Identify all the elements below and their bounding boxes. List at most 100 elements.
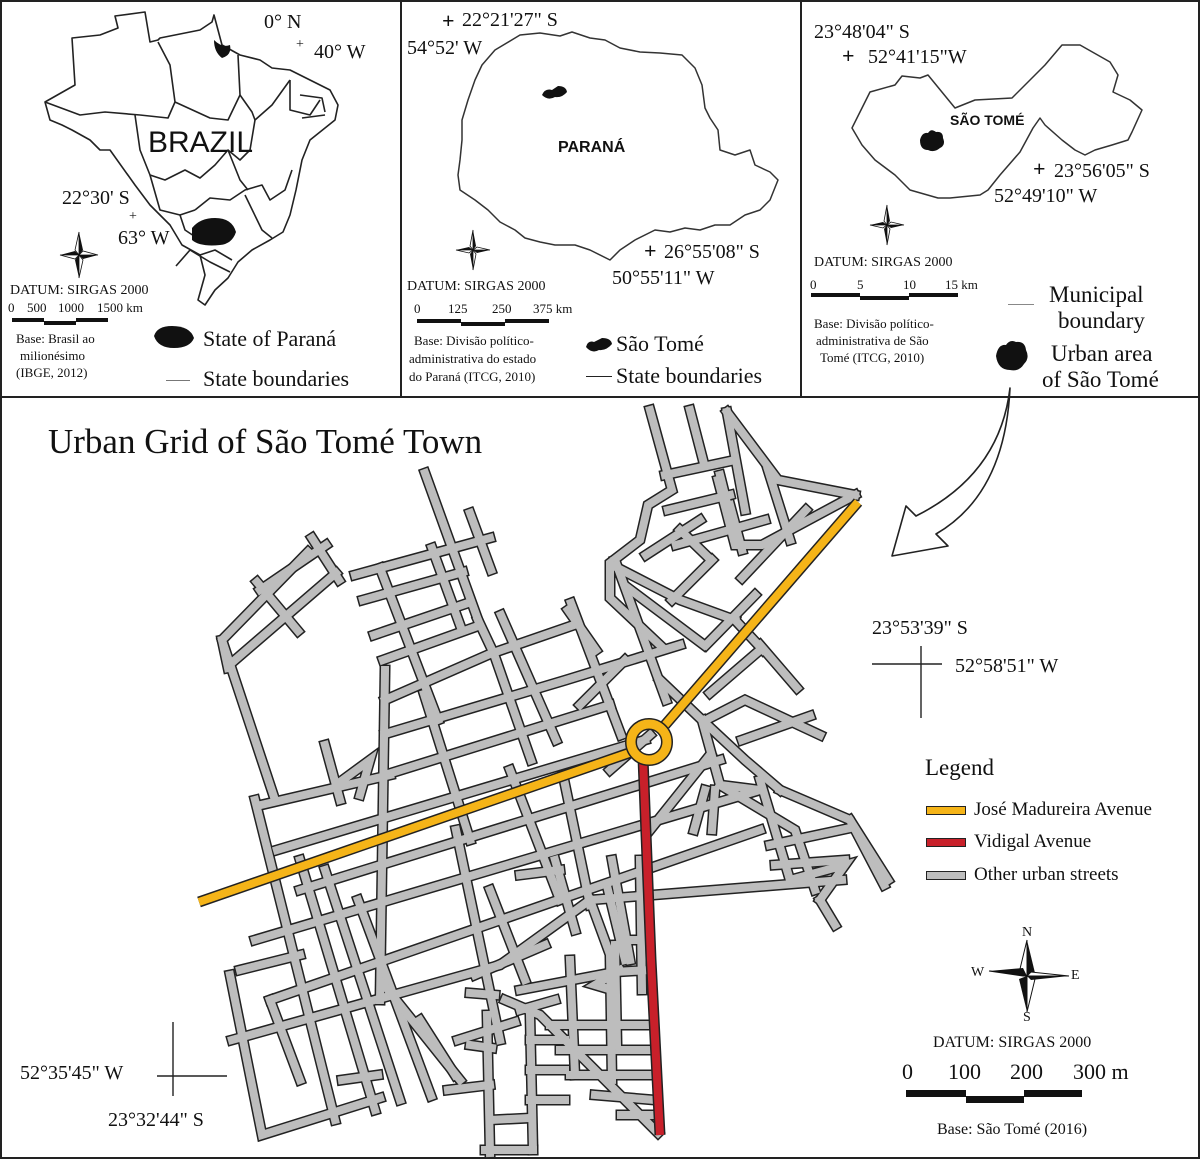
callout-arrow-icon <box>891 387 1011 557</box>
coord-marker-icon: + <box>442 8 455 33</box>
sao-tome-coord-se-lon: 52°49'10" W <box>994 185 1098 207</box>
parana-coord-se-lat: 26°55'08" S <box>664 241 760 263</box>
brazil-coord-sw-lon: 63° W <box>118 227 170 249</box>
brazil-map <box>44 11 339 306</box>
urban-area-marker <box>920 130 944 152</box>
brazil-coord-ne-lon: 40° W <box>314 41 366 63</box>
sao-tome-scale-bar <box>811 293 958 300</box>
main-coord-ne-lon: 52°58'51" W <box>955 655 1059 677</box>
main-scale-tick-3: 300 m <box>1073 1059 1129 1084</box>
main-datum: DATUM: SIRGAS 2000 <box>933 1034 1092 1051</box>
sao-tome-scale-tick-0: 0 <box>810 277 817 292</box>
sao-tome-legend-urban-1: Urban area <box>1051 341 1153 366</box>
main-scale-tick-2: 200 <box>1010 1059 1043 1084</box>
sao-tome-legend-municipal-2: boundary <box>1058 308 1145 333</box>
legend-item-other-streets: Other urban streets <box>926 865 1119 884</box>
brazil-legend-parana: State of Paraná <box>203 326 337 351</box>
main-scale-tick-1: 100 <box>948 1059 981 1084</box>
brazil-legend-boundaries: State boundaries <box>203 366 350 391</box>
coord-marker-icon: + <box>644 238 657 263</box>
brazil-scale-tick-3: 1500 km <box>97 300 143 315</box>
brazil-base-line-1: Base: Brasil ao <box>16 331 95 346</box>
parana-base-line-2: administrativa do estado <box>409 351 537 366</box>
parana-scale-bar <box>417 319 549 326</box>
brazil-label: BRAZIL <box>148 126 254 159</box>
brazil-coord-sw-lat: 22°30' S <box>62 187 130 209</box>
brazil-base-line-2: milionésimo <box>20 348 85 363</box>
main-base: Base: São Tomé (2016) <box>937 1121 1088 1138</box>
brazil-scale-tick-1: 500 <box>27 300 47 315</box>
state-boundary-legend-icon <box>166 380 190 381</box>
coord-marker-icon: + <box>129 209 137 224</box>
sao-tome-coord-se-lat: 23°56'05" S <box>1054 160 1150 182</box>
main-coord-ne-lat: 23°53'39" S <box>872 617 968 639</box>
compass-e: E <box>1071 968 1080 983</box>
legend-item-jose-madureira: José Madureira Avenue <box>926 800 1152 819</box>
municipal-boundary-legend-icon <box>1008 304 1034 305</box>
urban-area-legend-icon <box>996 341 1028 371</box>
roundabout <box>625 718 673 766</box>
parana-legend-sao-tome: São Tomé <box>616 331 704 356</box>
coord-marker-icon: + <box>1033 156 1046 181</box>
parana-map <box>457 31 779 261</box>
panel-brazil <box>0 0 402 396</box>
compass-s: S <box>1023 1010 1031 1025</box>
main-scale-bar <box>906 1090 1082 1103</box>
legend-title: Legend <box>925 755 994 780</box>
main-coord-sw-lon: 52°35'45" W <box>20 1062 124 1084</box>
jose-madureira-avenue <box>197 498 863 908</box>
sao-tome-base-line-2: administrativa de São <box>816 333 929 348</box>
sao-tome-legend-urban-2: of São Tomé <box>1042 367 1159 392</box>
brazil-scale-bar <box>12 318 108 325</box>
sao-tome-datum: DATUM: SIRGAS 2000 <box>814 255 953 270</box>
parana-scale-tick-1: 125 <box>448 301 468 316</box>
sao-tome-location-marker <box>542 86 567 99</box>
parana-scale-tick-0: 0 <box>414 301 421 316</box>
sao-tome-legend-icon <box>586 338 612 352</box>
parana-legend-boundaries: State boundaries <box>616 363 763 388</box>
compass-rose-icon <box>988 939 1070 1013</box>
compass-n: N <box>1022 925 1033 940</box>
legend-label: Other urban streets <box>974 864 1119 885</box>
vidigal-avenue <box>637 757 666 1136</box>
coord-crosshair-icon <box>157 1022 227 1096</box>
parana-label: PARANÁ <box>558 139 626 156</box>
parana-coord-se-lon: 50°55'11" W <box>612 267 715 289</box>
brazil-scale-tick-0: 0 <box>8 300 15 315</box>
compass-rose-icon <box>455 229 491 271</box>
coord-crosshair-icon <box>872 646 942 718</box>
parana-base-line-3: do Paraná (ITCG, 2010) <box>409 369 536 384</box>
brazil-scale-tick-2: 1000 <box>58 300 84 315</box>
other-streets-swatch-icon <box>926 871 966 881</box>
sao-tome-scale-tick-3: 15 km <box>945 277 978 292</box>
vidigal-swatch-icon <box>926 838 966 848</box>
main-map-title: Urban Grid of São Tomé Town <box>48 422 483 461</box>
coord-marker-icon: + <box>296 37 304 52</box>
sao-tome-scale-tick-1: 5 <box>857 277 864 292</box>
compass-w: W <box>971 965 985 980</box>
compass-rose-icon <box>869 204 905 246</box>
compass-rose-icon <box>59 231 99 279</box>
coord-marker-icon: + <box>842 43 855 68</box>
parana-base-line-1: Base: Divisão político- <box>414 333 534 348</box>
state-boundary-legend-icon <box>586 376 612 377</box>
parana-datum: DATUM: SIRGAS 2000 <box>407 279 546 294</box>
legend-label: José Madureira Avenue <box>974 799 1152 820</box>
main-scale-tick-0: 0 <box>902 1059 913 1084</box>
brazil-base-line-3: (IBGE, 2012) <box>16 365 88 380</box>
parana-scale-tick-3: 375 km <box>533 301 573 316</box>
parana-coord-nw-lon: 54°52' W <box>407 37 483 59</box>
sao-tome-municipality-map <box>851 44 1143 199</box>
sao-tome-legend-municipal-1: Municipal <box>1049 282 1144 307</box>
sao-tome-scale-tick-2: 10 <box>903 277 916 292</box>
parana-scale-tick-2: 250 <box>492 301 512 316</box>
brazil-coord-ne-lat: 0° N <box>264 11 302 33</box>
panel-divider <box>0 396 1200 398</box>
sao-tome-coord-nw-lon: 52°41'15"W <box>868 46 967 68</box>
sao-tome-label: SÃO TOMÉ <box>950 112 1025 128</box>
sao-tome-base-line-1: Base: Divisão político- <box>814 316 934 331</box>
legend-label: Vidigal Avenue <box>974 831 1092 852</box>
parana-highlight <box>192 218 236 246</box>
